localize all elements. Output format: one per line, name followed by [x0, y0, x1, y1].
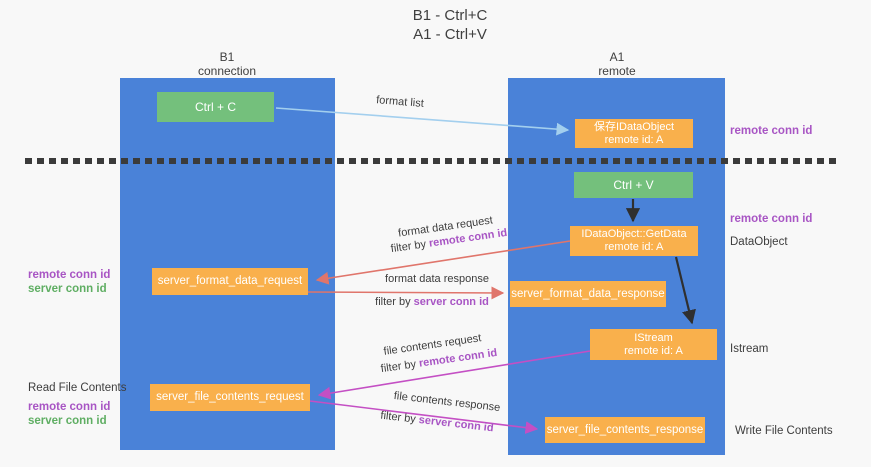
- lane-a1-name: A1: [609, 50, 625, 64]
- getdata-line1: IDataObject::GetData: [581, 228, 687, 240]
- diagram-title: B1 - Ctrl+C A1 - Ctrl+V: [300, 6, 600, 44]
- left-format-server-conn-id: server conn id: [28, 283, 107, 295]
- format-response-arrow: [307, 286, 505, 300]
- session-divider-dashed-line: [25, 158, 838, 164]
- lane-a1-sub: remote: [598, 64, 636, 78]
- filter-by-text: filter by: [379, 409, 420, 426]
- left-file-remote-conn-id: remote conn id: [28, 401, 111, 413]
- ctrl-v-label: Ctrl + V: [613, 177, 654, 192]
- server-file-contents-request-node: server_file_contents_request: [150, 384, 310, 411]
- idataobject-getdata-node: IDataObject::GetData remote id: A: [570, 226, 698, 256]
- getdata-line2: remote id: A: [604, 241, 664, 253]
- save-idataobject-line1: 保存IDataObject: [593, 120, 675, 133]
- lane-header-b1: B1 connection: [157, 50, 297, 78]
- istream-annotation: Istream: [730, 343, 769, 355]
- ctrl-v-node: Ctrl + V: [574, 172, 693, 198]
- diagram-title-line1: B1 - Ctrl+C: [412, 7, 488, 24]
- format-data-response-label: format data response: [385, 273, 489, 285]
- write-file-contents-annotation: Write File Contents: [735, 425, 833, 437]
- format-response-filter-label: filter by server conn id: [358, 296, 506, 308]
- left-format-remote-conn-id: remote conn id: [28, 269, 111, 281]
- format-list-label: format list: [375, 94, 425, 110]
- filter-by-text: filter by: [390, 237, 430, 256]
- server-format-data-request-node: server_format_data_request: [152, 268, 308, 295]
- server-file-contents-response-node: server_file_contents_response: [545, 417, 705, 443]
- save-idataobject-line2: remote id: A: [604, 133, 664, 146]
- istream-line2: remote id: A: [624, 344, 683, 357]
- lane-header-a1: A1 remote: [547, 50, 687, 78]
- server-file-contents-request-label: server_file_contents_request: [156, 391, 304, 403]
- read-file-contents-annotation: Read File Contents: [28, 382, 127, 394]
- server-format-data-response-label: server_format_data_response: [511, 287, 665, 300]
- server-format-data-request-label: server_format_data_request: [157, 275, 303, 287]
- diagram-title-line2: A1 - Ctrl+V: [413, 26, 487, 43]
- ctrl-c-label: Ctrl + C: [194, 99, 236, 114]
- filter-by-text: filter by: [375, 296, 414, 308]
- dataobject-annotation: DataObject: [730, 236, 788, 248]
- istream-node: IStream remote id: A: [590, 329, 717, 360]
- left-file-server-conn-id: server conn id: [28, 415, 107, 427]
- server-conn-id-text: server conn id: [413, 296, 489, 308]
- istream-line1: IStream: [634, 331, 673, 344]
- right-top-remote-conn-id: remote conn id: [730, 125, 813, 137]
- server-format-data-response-node: server_format_data_response: [510, 281, 666, 307]
- save-idataobject-node: 保存IDataObject remote id: A: [575, 119, 693, 148]
- right-mid-remote-conn-id: remote conn id: [730, 213, 813, 225]
- server-file-contents-response-label: server_file_contents_response: [546, 423, 704, 436]
- server-conn-id-text: server conn id: [418, 413, 495, 435]
- filter-by-text: filter by: [380, 357, 420, 376]
- ctrl-c-node: Ctrl + C: [157, 92, 274, 122]
- lane-b1-sub: connection: [197, 64, 257, 78]
- lane-b1-name: B1: [219, 50, 235, 64]
